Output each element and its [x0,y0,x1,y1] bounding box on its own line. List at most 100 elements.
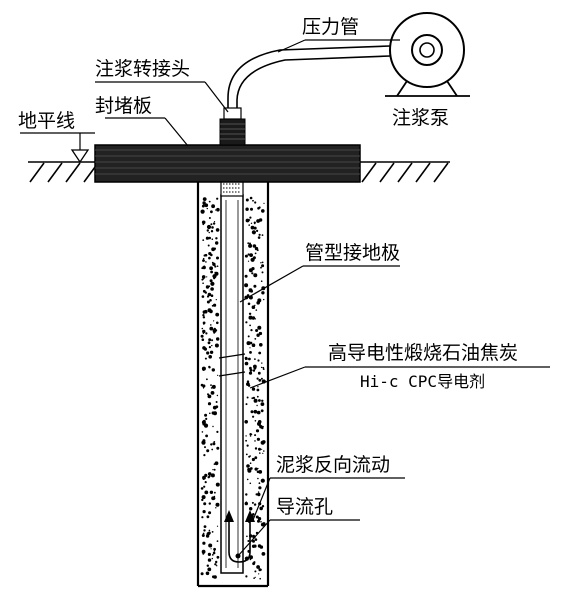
coke-particle [215,312,220,317]
coke-particle [261,362,263,364]
coke-particle [249,196,253,200]
coke-particle [215,405,219,409]
plug-dots [223,183,241,193]
coke-particle [206,276,208,278]
coke-particle [245,439,248,442]
label-grout-adapter: 注浆转接头 [95,58,190,80]
coke-particle [204,473,208,477]
coke-particle [209,310,211,312]
coke-particle [255,515,259,519]
coke-particle [258,568,262,572]
label-diversion-hole: 导流孔 [276,496,333,518]
coke-particle [249,351,252,354]
coke-particle [205,332,208,335]
label-sealing-plate: 封堵板 [95,95,152,117]
coke-particle [216,197,219,200]
coke-particle [259,452,261,454]
coke-particle [249,435,252,437]
coke-particle [202,439,206,443]
coke-particle [207,341,211,345]
coke-particle [216,540,219,542]
coke-particle [260,366,263,369]
coke-particle [201,549,206,554]
coke-particle [216,207,220,212]
coke-particle [213,468,216,471]
coke-particle [249,341,253,345]
coke-particle [258,233,261,236]
coke-particle [201,327,204,330]
coke-particle [253,222,256,225]
coke-particle [260,521,262,523]
coke-particle [256,229,259,232]
coke-particle [213,303,217,307]
coke-particle [248,357,251,361]
coke-particle [208,252,212,256]
coke-particle [214,461,219,466]
coke-particle [207,567,212,572]
coke-particle [244,274,248,278]
coke-particle [203,312,205,314]
coke-particle [216,430,219,433]
coke-particle [212,328,217,333]
coke-particle [212,469,214,471]
coke-particle [202,321,206,325]
label-grout-pump: 注浆泵 [392,107,449,129]
coke-particle [261,505,265,508]
coke-particle [246,478,249,481]
coke-particle [209,266,214,271]
coke-particle [256,437,260,441]
coke-particle [203,454,206,457]
coke-particle [248,455,251,458]
coke-particle [212,442,215,445]
coke-particle [211,448,214,451]
coke-particle [253,366,257,370]
coke-particle [202,510,206,514]
coke-particle [246,380,250,383]
coke-particle [204,481,207,484]
coke-particle [247,242,250,245]
coke-particle [244,420,248,424]
coke-particle [202,239,205,242]
coke-particle [207,476,210,479]
coke-particle [259,425,261,427]
coke-particle [215,502,220,507]
coke-particle [256,470,260,474]
coke-particle [249,507,253,511]
coke-particle [253,345,255,347]
coke-particle [252,415,255,418]
coke-particle [257,371,261,375]
coke-particle [247,540,250,542]
coke-particle [251,457,255,462]
coke-particle [215,401,218,403]
coke-particle [246,341,251,346]
coke-particle [207,472,212,476]
coke-particle [248,243,253,248]
coke-particle [208,200,211,203]
coke-particle [252,199,254,202]
coke-particle [263,202,265,204]
coke-particle [261,234,264,237]
grout-pump [385,12,470,97]
coke-particle [207,558,212,562]
slurry-flow-arrows [224,510,255,563]
coke-particle [211,531,214,533]
coke-particle [252,369,256,372]
coke-particle [256,388,260,392]
coke-particle [250,207,253,211]
ground-surface [28,161,450,183]
coke-particle [202,203,205,206]
coke-particle [201,275,206,279]
coke-particle [258,482,261,485]
coke-particle [249,253,254,257]
coke-particle [254,338,257,340]
coke-particle [249,216,252,219]
coke-particle [215,299,217,301]
coke-particle [210,387,213,389]
coke-particle [201,498,204,502]
coke-particle [212,274,217,279]
coke-particle [254,252,257,255]
coke-particle [257,420,262,424]
coke-particle [203,525,207,528]
coke-backfill [200,196,266,580]
